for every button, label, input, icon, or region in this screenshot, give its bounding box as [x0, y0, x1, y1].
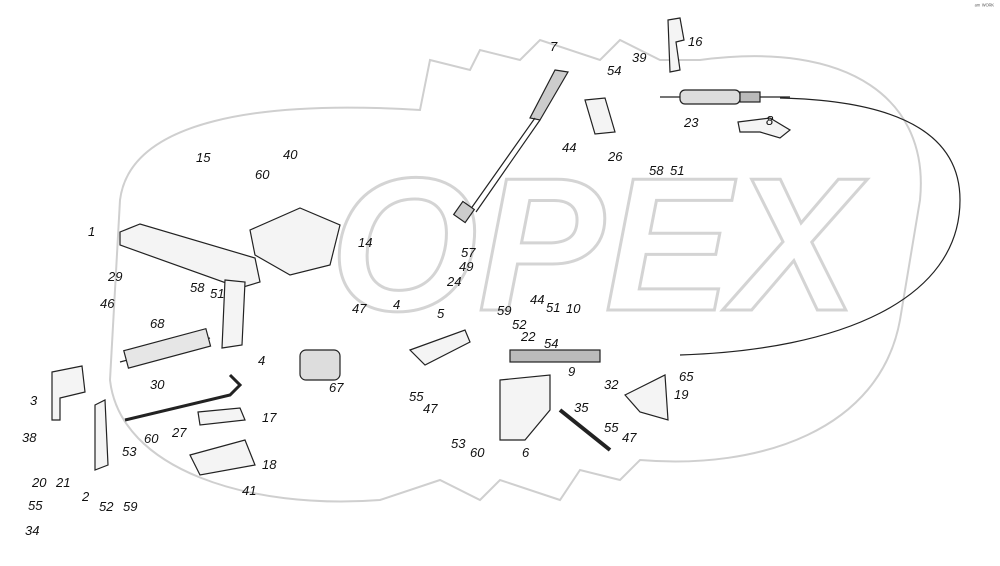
callout-26: 26 — [608, 149, 623, 164]
callout-53a: 53 — [122, 444, 137, 459]
callout-67: 67 — [329, 380, 344, 395]
watermark-background — [108, 38, 922, 503]
callout-47c: 47 — [622, 430, 637, 445]
callout-21: 21 — [56, 475, 71, 490]
callout-60a: 60 — [255, 167, 270, 182]
cable-end-23 — [660, 89, 790, 105]
callout-16: 16 — [688, 34, 703, 49]
callout-40: 40 — [283, 147, 298, 162]
callout-52b: 52 — [99, 499, 114, 514]
callout-51a: 51 — [210, 286, 225, 301]
callout-34: 34 — [25, 523, 40, 538]
pin-35 — [558, 408, 612, 452]
callout-68: 68 — [150, 316, 165, 331]
callout-59b: 59 — [123, 499, 138, 514]
callout-27: 27 — [172, 425, 187, 440]
cable-22 — [509, 349, 601, 363]
callout-55a: 55 — [409, 389, 424, 404]
cable-65 — [679, 97, 961, 356]
plate-19 — [624, 374, 669, 421]
callout-60b: 60 — [144, 431, 159, 446]
callout-51c: 51 — [670, 163, 685, 178]
callout-47a: 47 — [352, 301, 367, 316]
callout-59a: 59 — [497, 303, 512, 318]
callout-10: 10 — [566, 301, 581, 316]
callout-23: 23 — [684, 115, 699, 130]
callout-19: 19 — [674, 387, 689, 402]
callout-39: 39 — [632, 50, 647, 65]
callout-49: 49 — [459, 259, 474, 274]
callout-22: 22 — [521, 329, 536, 344]
damper-67 — [299, 349, 341, 381]
rod-27 — [124, 373, 243, 422]
rod-7 — [452, 69, 569, 224]
callout-14: 14 — [358, 235, 373, 250]
callout-54b: 54 — [544, 336, 559, 351]
callout-54a: 54 — [607, 63, 622, 78]
spring-coil — [123, 327, 212, 369]
plate-26 — [584, 97, 616, 135]
callout-46: 46 — [100, 296, 115, 311]
callout-47b: 47 — [423, 401, 438, 416]
callout-1: 1 — [88, 224, 96, 239]
bracket-8 — [737, 117, 792, 139]
callout-30: 30 — [150, 377, 165, 392]
watermark-text: OPEX — [330, 139, 868, 351]
callout-29: 29 — [108, 269, 123, 284]
lever-2 — [94, 399, 109, 471]
callout-58b: 58 — [649, 163, 664, 178]
callout-58a: 58 — [190, 280, 205, 295]
bracket-6 — [499, 374, 551, 441]
callout-20: 20 — [32, 475, 47, 490]
callout-53b: 53 — [451, 436, 466, 451]
callout-60c: 60 — [470, 445, 485, 460]
callout-57: 57 — [461, 245, 476, 260]
callout-3: 3 — [30, 393, 38, 408]
callout-8: 8 — [766, 113, 774, 128]
lever-5 — [408, 329, 471, 366]
callout-65: 65 — [679, 369, 694, 384]
callout-2: 2 — [82, 489, 90, 504]
callout-4b: 4 — [393, 297, 401, 312]
callout-17: 17 — [262, 410, 277, 425]
callout-44b: 44 — [530, 292, 545, 307]
pedal-1 — [119, 223, 261, 349]
callout-5: 5 — [437, 306, 445, 321]
pad-17 — [197, 407, 246, 426]
pad-18 — [189, 439, 256, 476]
callout-6: 6 — [522, 445, 530, 460]
corner-mark: ᵃᵐ ᵂᴼᴿᴷ — [974, 4, 994, 10]
callout-24: 24 — [447, 274, 462, 289]
callout-55b: 55 — [604, 420, 619, 435]
callout-9: 9 — [568, 364, 576, 379]
callout-7: 7 — [550, 39, 558, 54]
callout-55c: 55 — [28, 498, 43, 513]
callout-18: 18 — [262, 457, 277, 472]
callout-4a: 4 — [258, 353, 266, 368]
callout-38: 38 — [22, 430, 37, 445]
callout-15: 15 — [196, 150, 211, 165]
callout-51b: 51 — [546, 300, 561, 315]
callout-32: 32 — [604, 377, 619, 392]
callout-52a: 52 — [512, 317, 527, 332]
parts — [51, 17, 961, 476]
pedal-pad-14 — [249, 207, 341, 276]
callout-44a: 44 — [562, 140, 577, 155]
bracket-16 — [667, 17, 685, 73]
callout-35: 35 — [574, 400, 589, 415]
callout-41: 41 — [242, 483, 257, 498]
bracket-3 — [51, 365, 86, 421]
